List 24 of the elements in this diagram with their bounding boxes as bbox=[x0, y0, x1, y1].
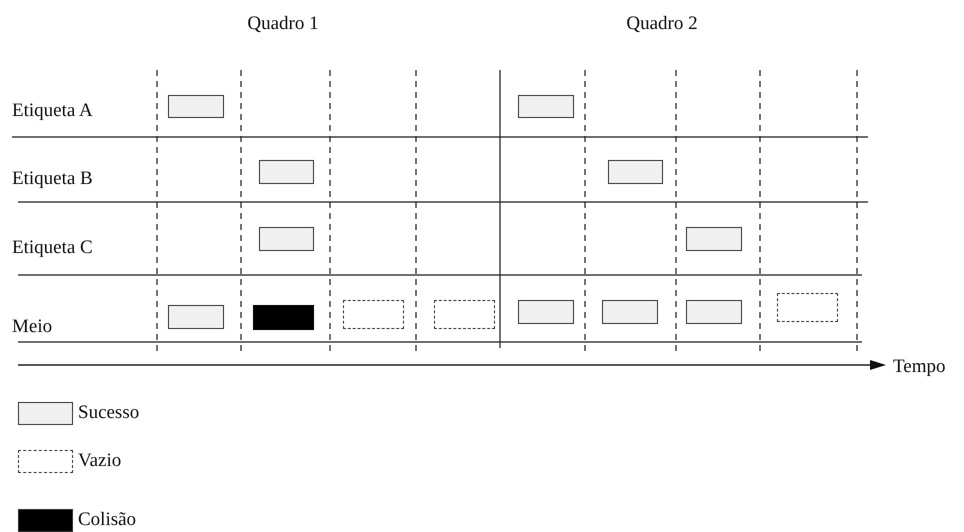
frame-label: Quadro 1 bbox=[247, 14, 319, 33]
legend-label: Colisão bbox=[78, 510, 136, 529]
legend-label: Vazio bbox=[78, 451, 122, 470]
empty-slot bbox=[777, 293, 838, 322]
success-slot bbox=[168, 95, 224, 118]
empty-slot bbox=[343, 300, 404, 329]
frame-label: Quadro 2 bbox=[626, 14, 698, 33]
empty-slot bbox=[434, 300, 495, 329]
axis-label: Tempo bbox=[893, 357, 946, 376]
row-label: Etiqueta C bbox=[12, 238, 93, 257]
success-slot bbox=[608, 160, 663, 184]
success-slot bbox=[259, 227, 314, 251]
legend-label: Sucesso bbox=[78, 403, 140, 422]
success-slot bbox=[602, 300, 658, 324]
success-slot bbox=[686, 227, 742, 251]
success-slot bbox=[518, 95, 574, 118]
row-label: Etiqueta A bbox=[12, 101, 93, 120]
success-slot bbox=[518, 300, 574, 324]
collision-slot bbox=[253, 305, 314, 330]
success-slot bbox=[686, 300, 742, 324]
row-label: Meio bbox=[12, 317, 52, 336]
success-slot bbox=[168, 305, 224, 329]
success-slot bbox=[259, 160, 314, 184]
row-label: Etiqueta B bbox=[12, 169, 93, 188]
